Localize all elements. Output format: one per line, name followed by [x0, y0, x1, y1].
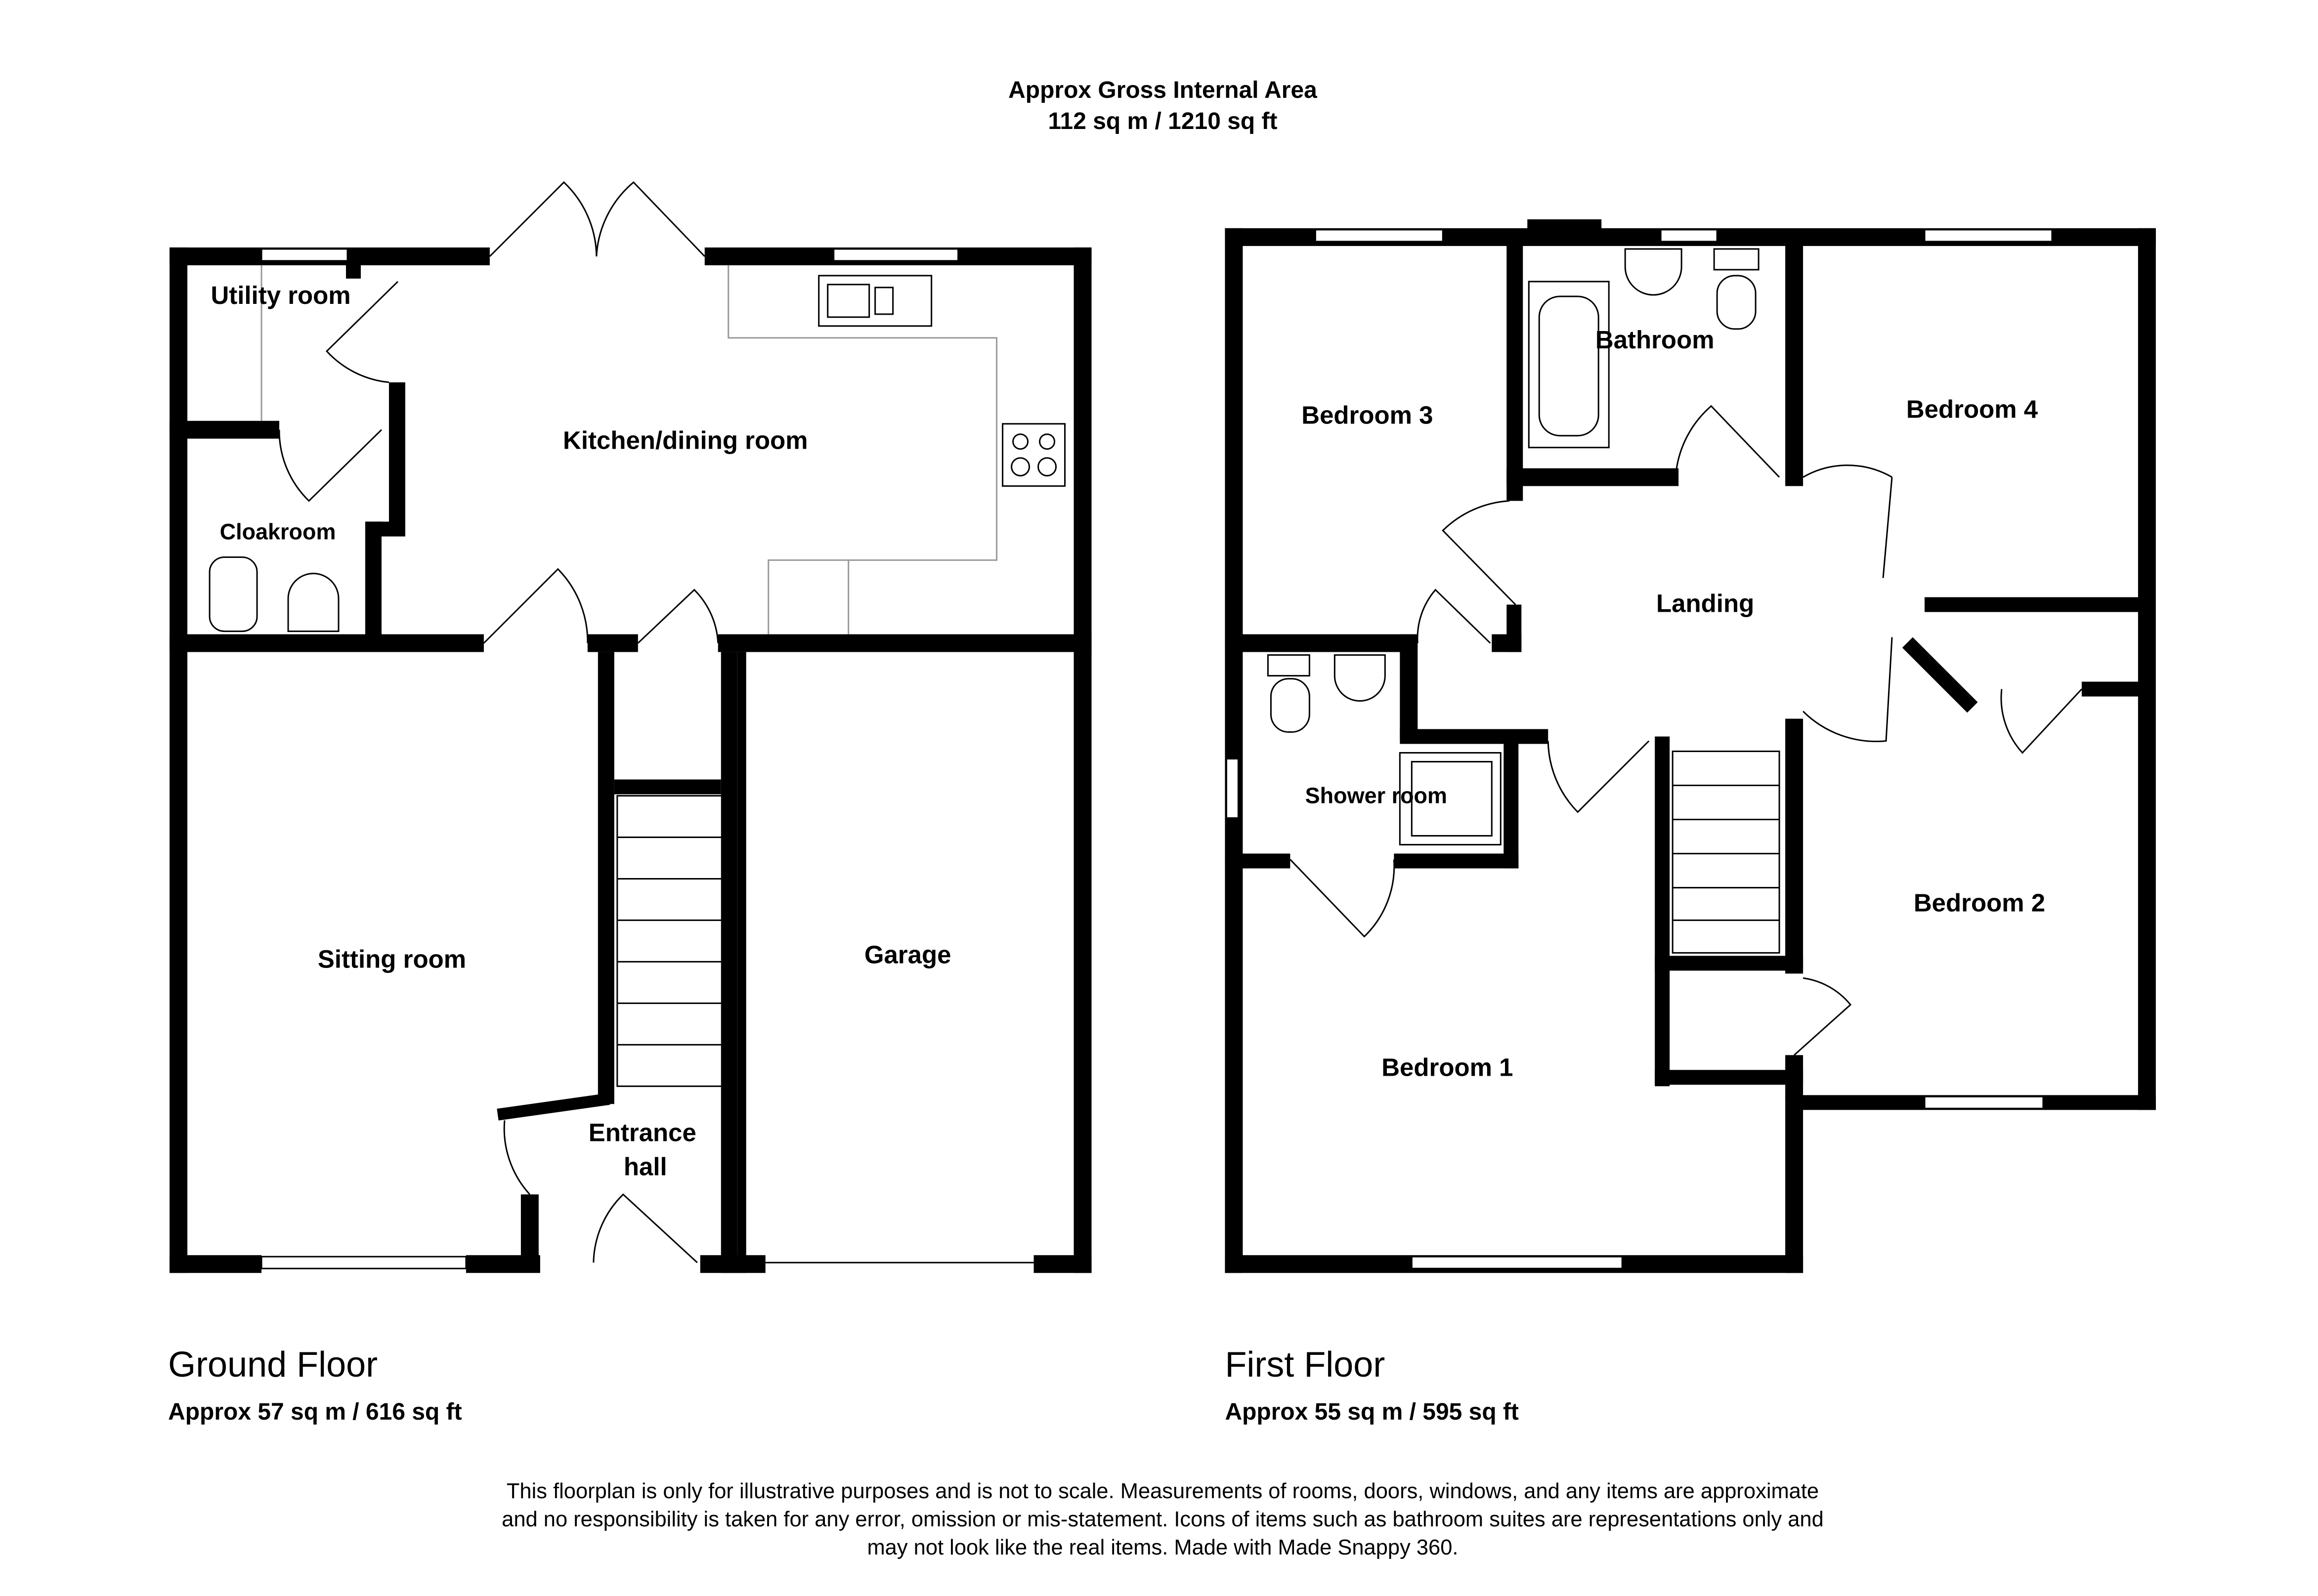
label-bedroom-1: Bedroom 1	[1381, 1053, 1513, 1081]
label-entrance: Entrance	[589, 1118, 696, 1146]
header: Approx Gross Internal Area 112 sq m / 12…	[1008, 77, 1317, 134]
ground-floor-plan: Utility room Kitchen/dining room Cloakro…	[168, 181, 1092, 1425]
first-floor-area: Approx 55 sq m / 595 sq ft	[1225, 1399, 1518, 1425]
room-labels: Bedroom 3 Bathroom Bedroom 4 Landing Sho…	[1301, 326, 2045, 1082]
gross-area-value: 112 sq m / 1210 sq ft	[1048, 108, 1278, 134]
disclaimer-line-3: may not look like the real items. Made w…	[867, 1536, 1458, 1559]
label-bedroom-3: Bedroom 3	[1301, 401, 1433, 429]
first-floor-title: First Floor	[1225, 1345, 1385, 1385]
walls	[170, 247, 1092, 1273]
doors	[1289, 405, 2083, 1056]
label-bedroom-2: Bedroom 2	[1914, 888, 2045, 917]
doors	[278, 181, 719, 1263]
label-bedroom-4: Bedroom 4	[1906, 395, 2038, 423]
disclaimer-line-1: This floorplan is only for illustrative …	[507, 1479, 1819, 1503]
fixtures	[1267, 248, 1780, 954]
label-hall: hall	[624, 1152, 667, 1180]
windows	[1225, 229, 2053, 1269]
fixtures	[209, 265, 1066, 1087]
gross-area-title: Approx Gross Internal Area	[1008, 77, 1317, 103]
room-labels: Utility room Kitchen/dining room Cloakro…	[211, 281, 951, 1180]
label-bathroom: Bathroom	[1595, 326, 1715, 354]
disclaimer-line-2: and no responsibility is taken for any e…	[502, 1508, 1824, 1531]
label-kitchen: Kitchen/dining room	[563, 426, 808, 455]
label-sitting-room: Sitting room	[318, 945, 466, 973]
label-landing: Landing	[1656, 589, 1754, 618]
label-cloakroom: Cloakroom	[220, 519, 336, 545]
ground-floor-area: Approx 57 sq m / 616 sq ft	[168, 1399, 462, 1425]
windows	[260, 248, 1034, 1269]
first-floor-plan: Bedroom 3 Bathroom Bedroom 4 Landing Sho…	[1225, 219, 2156, 1425]
label-shower-room: Shower room	[1305, 783, 1447, 808]
label-garage: Garage	[864, 940, 951, 968]
disclaimer: This floorplan is only for illustrative …	[502, 1479, 1824, 1559]
label-utility-room: Utility room	[211, 281, 350, 309]
ground-floor-title: Ground Floor	[168, 1345, 378, 1385]
